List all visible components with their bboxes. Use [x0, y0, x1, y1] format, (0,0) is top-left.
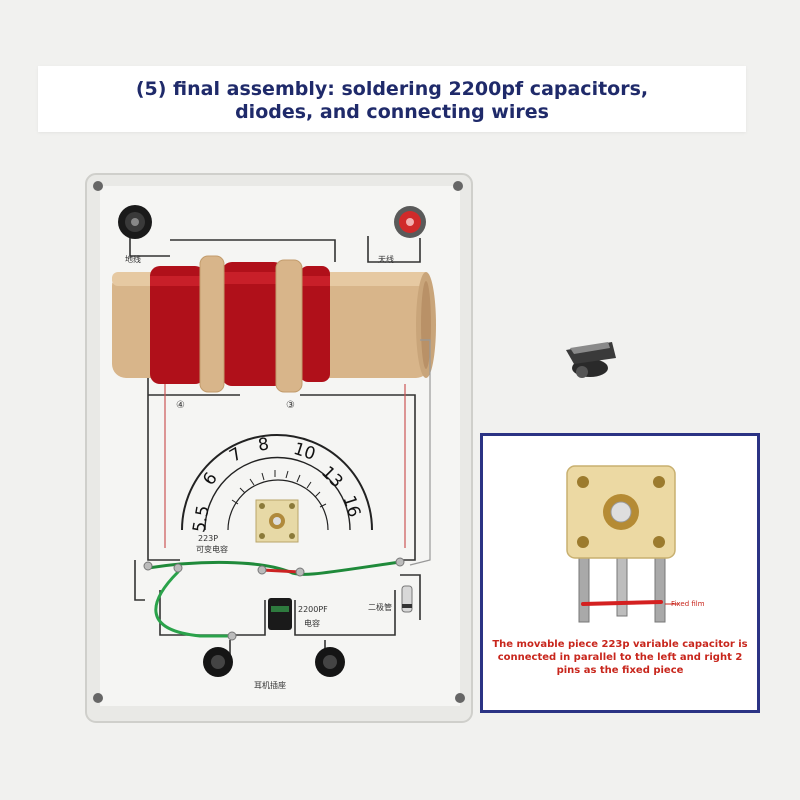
screw-icon	[653, 476, 665, 488]
title-banner: (5) final assembly: soldering 2200pf cap…	[38, 66, 746, 132]
variable-cap-name: 可变电容	[196, 544, 228, 554]
fixed-capacitor-2200pf	[268, 598, 292, 630]
capacitor-closeup	[566, 465, 679, 623]
capacitor-pin	[654, 553, 666, 623]
mount-hole-icon	[93, 181, 103, 191]
variable-capacitor	[255, 499, 299, 543]
tuning-dial	[181, 434, 373, 531]
label-antenna: 天线	[378, 254, 394, 264]
banner-title: (5) final assembly: soldering 2200pf cap…	[135, 78, 649, 123]
coil-assembly	[112, 255, 436, 393]
thin-wires	[164, 339, 431, 566]
screw-icon	[653, 536, 665, 548]
mount-hole-icon	[455, 693, 465, 703]
inset-caption: The movable piece 223p variable capacito…	[492, 639, 748, 676]
earphone-label: 耳机插座	[254, 680, 286, 690]
pin-marker-right: ③	[286, 400, 295, 411]
screw-icon	[577, 476, 589, 488]
earphone-jack-right	[315, 647, 345, 677]
solder-joints	[143, 557, 405, 641]
fixed-cap-value: 2200PF	[298, 605, 328, 614]
fixed-film-label: Fixed film	[671, 600, 705, 608]
printed-traces	[129, 232, 421, 655]
mount-hole-icon	[93, 693, 103, 703]
mount-hole-icon	[453, 181, 463, 191]
binding-post-ground	[118, 205, 152, 239]
pin-marker-left: ④	[176, 400, 185, 411]
fixed-cap-name: 电容	[304, 618, 320, 628]
variable-cap-value: 223P	[198, 534, 218, 543]
tuning-knob-icon	[566, 342, 616, 378]
dial-number: 5.5	[189, 504, 213, 534]
label-ground: 地线	[125, 254, 141, 264]
red-jumper-wire	[581, 600, 663, 606]
capacitor-detail-inset: Fixed film The movable piece 223p variab…	[480, 433, 760, 713]
diode-label: 二极管	[368, 602, 392, 612]
jumper-wires	[146, 560, 402, 638]
earphone-jack-left	[203, 647, 233, 677]
capacitor-pin	[578, 553, 590, 623]
dial-number: 8	[257, 434, 271, 455]
diode	[401, 585, 413, 613]
screw-icon	[577, 536, 589, 548]
binding-post-antenna	[394, 206, 426, 238]
capacitor-pin	[616, 553, 628, 617]
